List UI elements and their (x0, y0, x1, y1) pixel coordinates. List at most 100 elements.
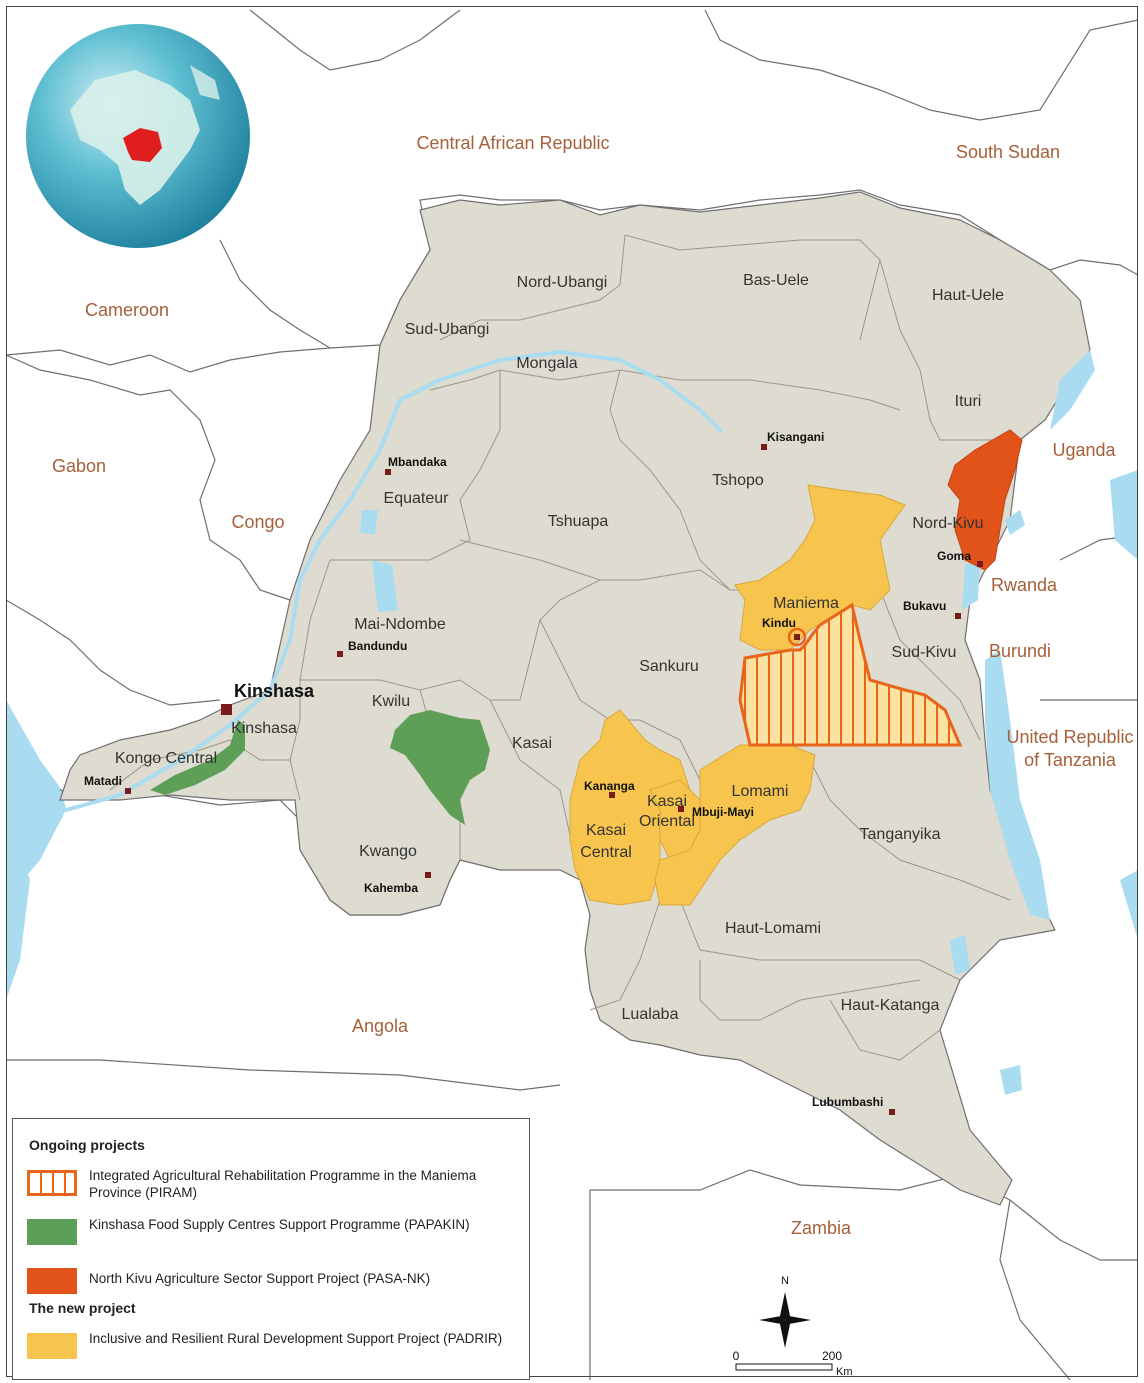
piram-kindu-ring (787, 627, 807, 647)
piram-zone (738, 602, 963, 747)
legend-swatch-piram (27, 1170, 77, 1196)
label-gabon: Gabon (52, 456, 106, 476)
label-mongala: Mongala (516, 355, 577, 372)
label-sankuru: Sankuru (639, 658, 699, 675)
legend-label-papakin: Kinshasa Food Supply Centres Support Pro… (89, 1217, 470, 1232)
marker-kindu (794, 634, 800, 640)
label-kasai-oriental-1: Kasai (647, 793, 687, 810)
label-zambia: Zambia (791, 1218, 852, 1238)
scale-unit-label: Km (836, 1366, 853, 1376)
legend-item-padrir: Inclusive and Resilient Rural Developmen… (27, 1330, 517, 1364)
label-angola: Angola (352, 1016, 409, 1036)
legend-label-padrir: Inclusive and Resilient Rural Developmen… (89, 1331, 503, 1346)
label-tanzania-1: United Republic (1006, 727, 1133, 747)
papakin-kwilu (390, 710, 490, 825)
country-labels: Central African Republic South Sudan Cam… (52, 133, 1134, 1238)
lake-albert (1050, 350, 1095, 430)
country-borders (5, 9, 1139, 1381)
scale-bar: 0 200 Km (733, 1349, 853, 1376)
legend-label-pasank: North Kivu Agriculture Sector Support Pr… (89, 1271, 431, 1286)
lake-mai-ndombe (372, 560, 398, 612)
label-sud-ubangi: Sud-Ubangi (405, 321, 490, 338)
label-sud-kivu: Sud-Kivu (892, 644, 957, 661)
legend-ongoing-title: Ongoing projects (29, 1137, 145, 1153)
legend-swatch-pasank (27, 1268, 77, 1294)
ocean-strip (6, 820, 30, 1000)
label-city-kinshasa: Kinshasa (234, 681, 315, 701)
city-labels: Kinshasa Mbandaka Kisangani Goma Bukavu … (84, 430, 971, 1109)
label-city-mbuji-mayi: Mbuji-Mayi (692, 805, 754, 819)
label-lualaba: Lualaba (622, 1006, 679, 1023)
lake-victoria (1110, 470, 1138, 560)
scale-bar-rect (735, 1363, 833, 1371)
marker-lubumbashi (889, 1109, 895, 1115)
globe-arabia (190, 65, 220, 100)
label-mai-ndombe: Mai-Ndombe (354, 616, 446, 633)
label-kwilu: Kwilu (372, 693, 410, 710)
label-kinshasa-province: Kinshasa (231, 720, 297, 737)
legend-item-pasank: North Kivu Agriculture Sector Support Pr… (27, 1265, 517, 1299)
label-nord-kivu: Nord-Kivu (912, 515, 983, 532)
marker-bukavu (955, 613, 961, 619)
label-rwanda: Rwanda (991, 575, 1058, 595)
label-tanzania-2: of Tanzania (1024, 750, 1117, 770)
legend-swatch-padrir (27, 1333, 77, 1359)
label-cameroon: Cameroon (85, 300, 169, 320)
label-city-kindu: Kindu (762, 616, 796, 630)
lake-kivu (962, 560, 980, 610)
label-haut-lomami: Haut-Lomami (725, 920, 821, 937)
label-city-bukavu: Bukavu (903, 599, 946, 613)
marker-kananga (609, 792, 615, 798)
label-maniema: Maniema (773, 595, 839, 612)
label-kasai-oriental-2: Oriental (639, 813, 695, 830)
label-kasai-central-2: Central (580, 844, 632, 861)
label-bas-uele: Bas-Uele (743, 272, 809, 289)
lake-tumba (360, 510, 378, 535)
atlantic-ocean (6, 700, 66, 900)
label-tshuapa: Tshuapa (548, 513, 609, 530)
label-south-sudan: South Sudan (956, 142, 1060, 162)
legend-item-piram: Integrated Agricultural Rehabilitation P… (27, 1167, 517, 1201)
legend-item-papakin: Kinshasa Food Supply Centres Support Pro… (27, 1216, 517, 1250)
label-city-kananga: Kananga (584, 779, 635, 793)
label-city-matadi: Matadi (84, 774, 122, 788)
label-congo: Congo (231, 512, 284, 532)
label-tshopo: Tshopo (712, 472, 764, 489)
marker-bandundu (337, 651, 343, 657)
lake-malawi (1120, 870, 1138, 940)
label-ituri: Ituri (955, 393, 982, 410)
legend-swatch-papakin (27, 1219, 77, 1245)
province-labels: Nord-Ubangi Bas-Uele Haut-Uele Sud-Ubang… (115, 272, 1004, 1023)
label-uganda: Uganda (1052, 440, 1116, 460)
label-city-kahemba: Kahemba (364, 881, 418, 895)
map-legend: Ongoing projects Integrated Agricultural… (12, 1118, 530, 1380)
scale-start-label: 0 (733, 1349, 740, 1363)
label-burundi: Burundi (989, 641, 1051, 661)
lake-mweru (950, 935, 970, 975)
legend-label-piram: Integrated Agricultural Rehabilitation P… (89, 1168, 477, 1200)
marker-goma (977, 561, 983, 567)
label-tanganyika: Tanganyika (860, 826, 941, 843)
marker-mbandaka (385, 469, 391, 475)
label-haut-uele: Haut-Uele (932, 287, 1004, 304)
label-city-bandundu: Bandundu (348, 639, 407, 653)
north-arrow: N (759, 1275, 811, 1348)
padrir-lomami (654, 744, 816, 906)
label-kwango: Kwango (359, 843, 417, 860)
scale-end-label: 200 (822, 1349, 842, 1363)
city-markers (125, 444, 983, 1115)
papakin-kongo (150, 720, 245, 795)
label-equateur: Equateur (384, 490, 450, 507)
label-lomami: Lomami (732, 783, 789, 800)
lake-edward (1005, 510, 1025, 535)
marker-kinshasa (221, 704, 232, 715)
lakes (360, 350, 1138, 1095)
north-label: N (781, 1275, 789, 1287)
label-car: Central African Republic (416, 133, 609, 153)
label-city-goma: Goma (937, 549, 971, 563)
label-nord-ubangi: Nord-Ubangi (517, 274, 608, 291)
lake-bangweulu (1000, 1065, 1022, 1095)
label-city-kisangani: Kisangani (767, 430, 824, 444)
globe-inset (26, 24, 250, 248)
lake-tanganyika (985, 650, 1050, 920)
